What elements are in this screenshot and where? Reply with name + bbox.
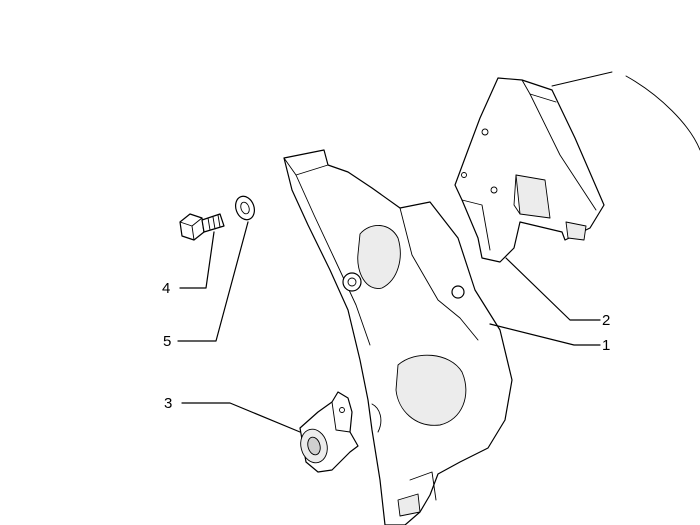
engine-outline <box>551 71 700 151</box>
leader-5 <box>177 221 249 342</box>
leader-2 <box>505 257 601 321</box>
callout-5: 5 <box>163 333 171 350</box>
leader-3 <box>181 402 301 433</box>
bracket-part-3 <box>299 391 359 473</box>
bolt-part-4 <box>179 213 225 241</box>
callout-labels: 1 2 3 4 5 <box>162 280 610 412</box>
washer-part-5 <box>234 195 256 221</box>
callout-1: 1 <box>602 337 610 354</box>
callout-3: 3 <box>164 395 172 412</box>
leader-lines <box>177 221 601 433</box>
leader-1 <box>489 323 601 346</box>
lower-cover-part-1 <box>283 149 513 525</box>
callout-2: 2 <box>602 312 610 329</box>
upper-cover-part-2 <box>454 77 605 263</box>
callout-4: 4 <box>162 280 170 297</box>
leader-4 <box>179 231 215 289</box>
